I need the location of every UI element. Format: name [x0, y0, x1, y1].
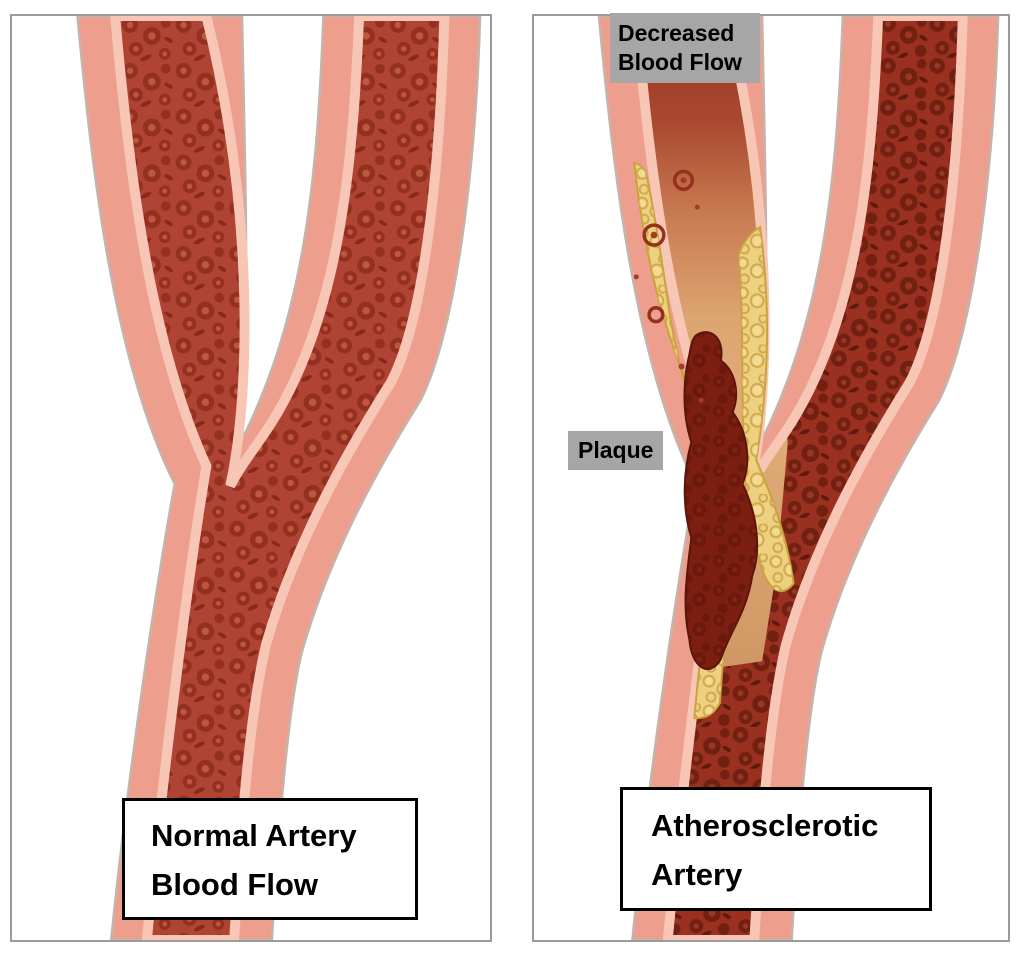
decreased-blood-flow-label: Decreased Blood Flow — [610, 13, 760, 83]
thrombus-clot — [683, 331, 759, 671]
atherosclerotic-artery-caption: Atherosclerotic Artery — [620, 787, 932, 911]
plaque-label: Plaque — [568, 431, 664, 470]
blood-cell-dots — [633, 177, 704, 403]
normal-artery-caption: Normal Artery Blood Flow — [122, 798, 418, 920]
normal-artery-panel — [10, 14, 492, 942]
plaque-deposit-right-texture — [738, 227, 794, 592]
atherosclerotic-artery-illustration — [597, 16, 1000, 940]
blood-cell-rings — [642, 169, 695, 324]
artery-lumen-blood — [115, 16, 445, 940]
artery-inner-lining — [110, 16, 450, 940]
normal-artery-illustration — [76, 16, 482, 940]
